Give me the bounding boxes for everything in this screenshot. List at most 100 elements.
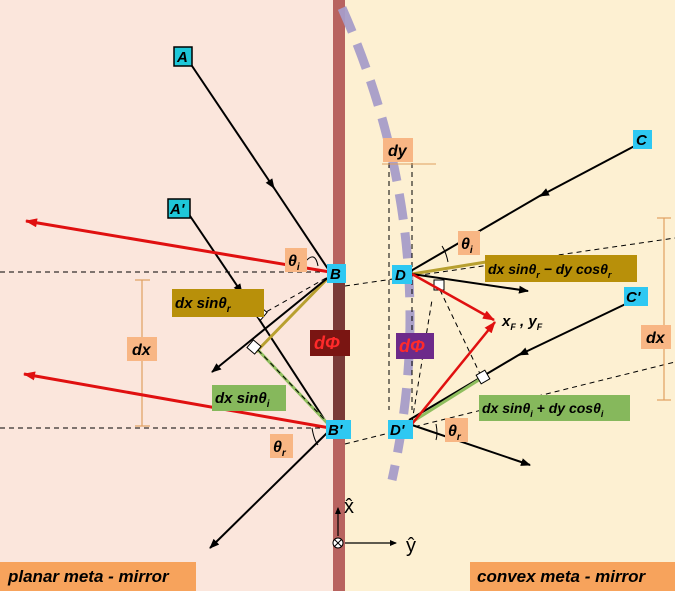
point-Bprime-box <box>326 420 351 439</box>
point-Cprime-box <box>624 287 648 306</box>
angle-arc-theta-r-right <box>435 423 438 441</box>
point-Dprime-label: D' <box>390 422 405 439</box>
theta-i-right-main: θ <box>461 236 470 253</box>
expr-dx-sin-r-box <box>172 289 264 317</box>
focus-label: xF , yF <box>501 313 543 332</box>
theta-i-left-label: θi <box>288 253 300 273</box>
focus-x-sub: F <box>510 322 516 332</box>
axis-origin-cross-2 <box>334 539 342 547</box>
expr-right-top-box <box>485 255 637 282</box>
point-C-box <box>633 130 652 149</box>
dx-right-label: dx <box>646 330 666 347</box>
dx-left-box <box>127 337 157 361</box>
expr-right-top-b-sub: r <box>608 270 612 280</box>
expr-dx-sin-r-sub: r <box>227 304 232 315</box>
right-angle-marker-2 <box>246 339 262 355</box>
theta-i-left-sub: i <box>297 262 300 273</box>
projection-dashed-bottom <box>257 349 326 421</box>
expr-right-top-b: − dy cosθ <box>540 261 608 277</box>
caption-left-box <box>0 562 196 591</box>
expr-right-top-a: dx sinθ <box>488 261 536 277</box>
expr-dx-sin-i-box <box>212 385 286 411</box>
expr-dx-sin-i-main: dx sinθ <box>215 390 267 407</box>
expr-right-bottom-b: + dy cosθ <box>533 400 601 416</box>
point-D-box <box>392 265 412 284</box>
green-segment-right <box>411 376 483 424</box>
point-B-box <box>327 264 346 283</box>
point-C-label: C <box>636 132 648 149</box>
reflected-ray-Bprime <box>23 371 331 430</box>
dphi-left-label: dΦ <box>314 333 340 353</box>
caption-right-box <box>470 562 675 591</box>
theta-r-right-main: θ <box>448 423 457 440</box>
expr-dx-sin-i-label: dx sinθi <box>215 390 270 410</box>
axis-y-label: ŷ <box>406 535 416 557</box>
dx-left-label: dx <box>132 342 152 359</box>
ray-A-to-B <box>187 59 275 189</box>
expr-right-bottom-b-sub: i <box>601 409 604 419</box>
theta-i-left-main: θ <box>288 253 297 270</box>
point-Aprime-box <box>167 198 191 219</box>
theta-i-right-box <box>458 231 480 255</box>
caption-left: planar meta - mirror <box>7 567 170 586</box>
expr-right-top-label: dx sinθr − dy cosθr <box>488 261 612 280</box>
theta-r-right-label: θr <box>448 423 462 443</box>
point-Cprime-label: C' <box>626 289 641 306</box>
olive-segment-left <box>254 274 332 354</box>
convex-mirror-arc <box>337 6 415 481</box>
convex-side-background <box>335 0 675 591</box>
theta-r-left-label: θr <box>273 439 287 459</box>
planar-side-background <box>0 0 335 591</box>
dx-right-box <box>641 325 671 349</box>
expr-dx-sin-r-label: dx sinθr <box>175 295 232 315</box>
expr-right-bottom-label: dx sinθi + dy cosθi <box>482 400 604 419</box>
ray-D-out <box>411 273 529 294</box>
expr-right-top-a-sub: r <box>536 270 540 280</box>
ray-B-out <box>211 275 331 373</box>
point-A-label: A <box>176 49 188 66</box>
ray-Cprime-to-Dprime-cont <box>408 352 523 421</box>
dphi-right-label: dΦ <box>399 336 425 356</box>
dphi-right-box <box>396 333 434 359</box>
theta-i-right-label: θi <box>461 236 473 256</box>
theta-i-left-box <box>285 248 307 272</box>
expr-right-bottom-box <box>479 395 630 421</box>
ray-Bprime-out <box>209 429 331 549</box>
point-A-box <box>173 46 193 67</box>
expr-right-bottom-a: dx sinθ <box>482 400 530 416</box>
theta-r-left-main: θ <box>273 439 282 456</box>
dy-box <box>383 138 413 162</box>
point-Dprime-box <box>388 420 413 439</box>
point-Bprime-label: B' <box>328 422 343 439</box>
focus-sep: , <box>516 313 529 330</box>
theta-r-right-box <box>445 418 468 442</box>
right-projection-dashed-1 <box>411 299 433 423</box>
expr-dx-sin-r-main: dx sinθ <box>175 295 227 312</box>
focus-y: y <box>527 313 537 330</box>
green-segment-left <box>256 348 332 428</box>
angle-arc-theta-i-right <box>441 245 449 263</box>
ray-Dprime-out <box>411 424 531 466</box>
theta-r-left-box <box>270 434 293 458</box>
theta-r-left-sub: r <box>282 448 287 459</box>
expr-dx-sin-i-sub: i <box>267 399 270 410</box>
ray-A-to-B-cont <box>271 184 331 273</box>
focus-x: x <box>501 313 511 330</box>
reflected-ray-B <box>25 218 331 274</box>
right-angle-marker-4 <box>475 369 491 385</box>
theta-r-right-sub: r <box>457 432 462 443</box>
ray-Cprime-to-Dprime <box>518 299 635 356</box>
ray-C-to-D <box>539 139 647 197</box>
focus-ray-Dprime <box>411 321 496 425</box>
focus-ray-D <box>411 272 495 322</box>
projection-dashed-top <box>258 277 327 317</box>
axis-x-label: x̂ <box>344 496 354 518</box>
theta-i-right-sub: i <box>470 245 473 256</box>
focus-y-sub: F <box>537 322 543 332</box>
expr-right-bottom-a-sub: i <box>530 409 533 419</box>
right-projection-dashed-2 <box>439 289 483 379</box>
olive-segment-right <box>411 260 487 276</box>
point-Aprime-label: A' <box>169 201 185 218</box>
